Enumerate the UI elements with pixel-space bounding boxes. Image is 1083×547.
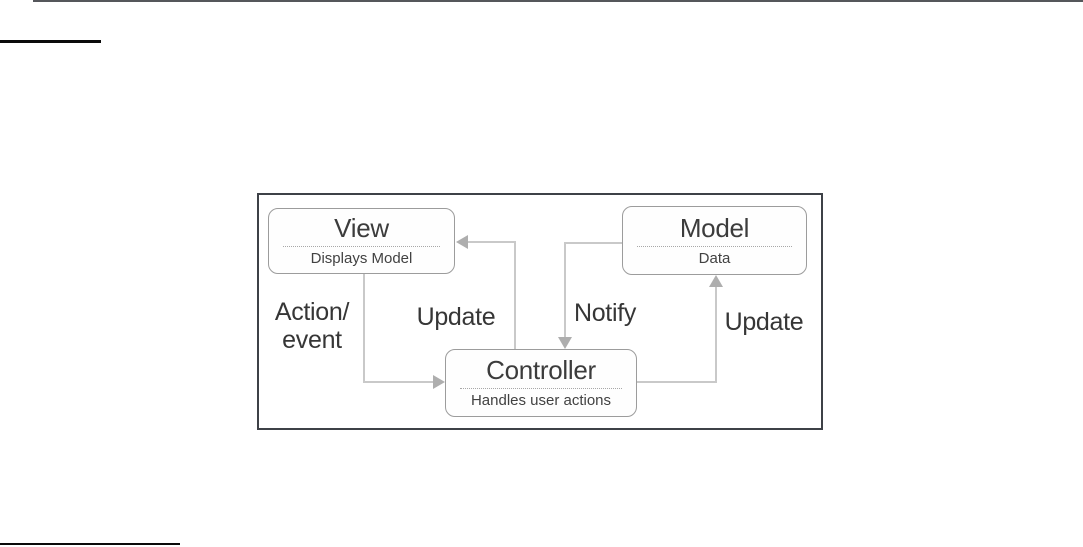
action-event-arrow xyxy=(363,274,445,389)
model-box-divider xyxy=(637,245,792,247)
view-box: View Displays Model xyxy=(268,208,455,274)
controller-box: Controller Handles user actions xyxy=(445,349,637,417)
notify-arrow xyxy=(558,242,622,349)
model-box: Model Data xyxy=(622,206,807,275)
controller-box-subtitle: Handles user actions xyxy=(470,392,612,409)
update-view-label: Update xyxy=(416,303,496,331)
diagram-connectors xyxy=(363,235,723,389)
update-model-arrow xyxy=(637,275,723,383)
action-event-label-line2: event xyxy=(282,326,342,354)
model-box-title: Model xyxy=(679,212,750,243)
controller-box-divider xyxy=(460,388,622,389)
mvc-diagram-figure: View Displays Model Model Data Controlle… xyxy=(257,193,823,430)
mvc-diagram-canvas: View Displays Model Model Data Controlle… xyxy=(259,195,821,428)
view-box-title: View xyxy=(334,213,389,243)
update-model-label: Update xyxy=(724,308,804,336)
heading-underline-rule xyxy=(0,40,101,43)
update-view-arrow xyxy=(456,235,516,349)
view-box-subtitle: Displays Model xyxy=(310,250,413,267)
page-top-rule xyxy=(33,0,1083,2)
model-box-subtitle: Data xyxy=(698,249,731,267)
view-box-divider xyxy=(283,246,440,247)
action-event-label: Action/ event xyxy=(255,298,369,354)
action-event-label-line1: Action/ xyxy=(274,298,350,326)
controller-box-title: Controller xyxy=(486,355,596,385)
notify-label: Notify xyxy=(573,299,637,327)
footnote-separator-rule xyxy=(0,543,180,545)
